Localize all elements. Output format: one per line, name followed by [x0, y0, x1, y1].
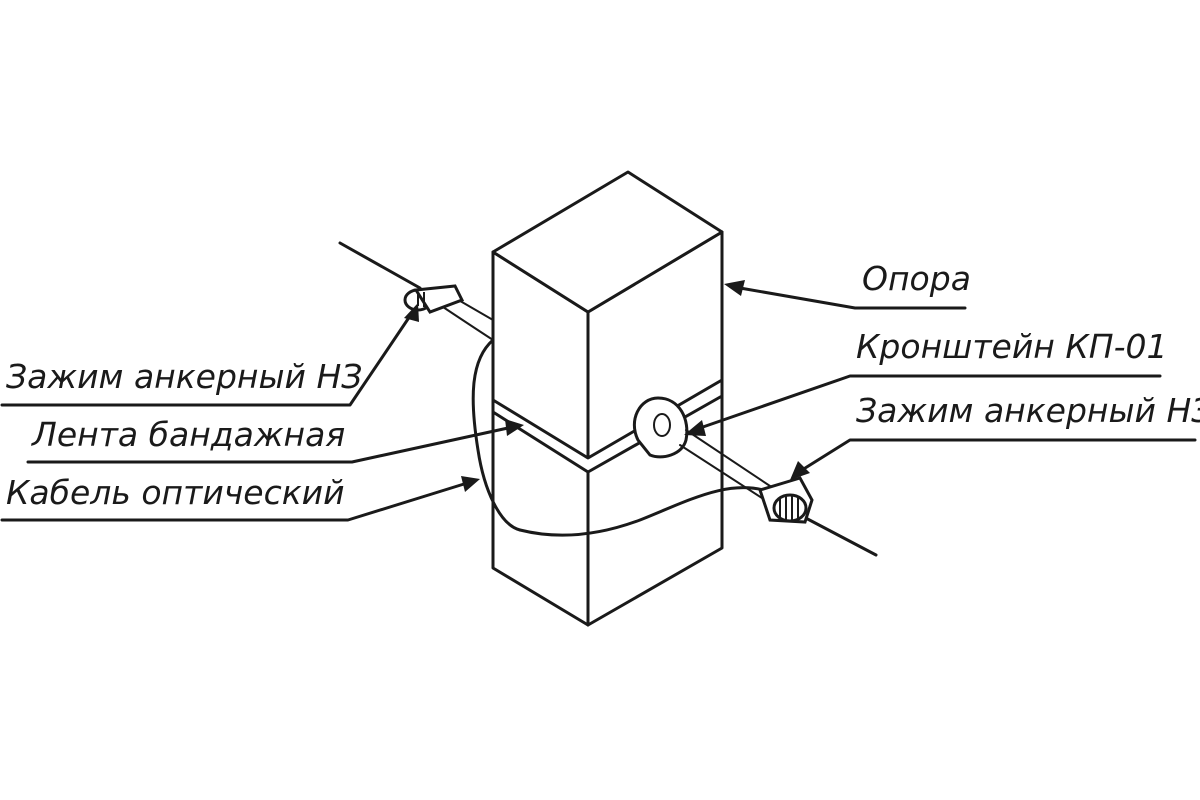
label-zazhim-left: Зажим анкерный НЗ [6, 357, 362, 396]
right-guy-wire-lower [679, 444, 766, 501]
callout-kronshtein: Кронштейн КП-01 [684, 327, 1168, 436]
label-kronshtein: Кронштейн КП-01 [856, 327, 1168, 366]
callout-opora: Опора [724, 259, 971, 310]
bracket-kp01 [632, 396, 689, 459]
pole-top-face [491, 170, 724, 314]
left-anchor-clamp [403, 284, 465, 314]
optical-cable-front-span [518, 486, 772, 537]
bandage-tape [491, 378, 724, 474]
right-guy-wire-upper [685, 429, 771, 487]
label-zazhim-right: Зажим анкерный НЗ [856, 391, 1200, 430]
optical-cable-left-loop [471, 338, 522, 532]
left-cable-incoming [338, 241, 422, 290]
callout-lenta: Лента бандажная [26, 415, 524, 464]
right-anchor-clamp [758, 476, 814, 524]
left-cable-assembly [338, 241, 522, 532]
callout-zazhim-right: Зажим анкерный НЗ [790, 391, 1200, 480]
bandage-tape-band [491, 378, 724, 474]
right-cable-outgoing [798, 513, 878, 557]
left-guy-wire-lower [439, 304, 494, 341]
label-lenta: Лента бандажная [31, 415, 345, 454]
label-kabel: Кабель оптический [6, 473, 345, 512]
label-opora: Опора [862, 259, 971, 298]
callout-zazhim-left: Зажим анкерный НЗ [0, 303, 419, 407]
callout-kabel: Кабель оптический [0, 473, 480, 522]
right-cable-assembly [679, 429, 878, 557]
